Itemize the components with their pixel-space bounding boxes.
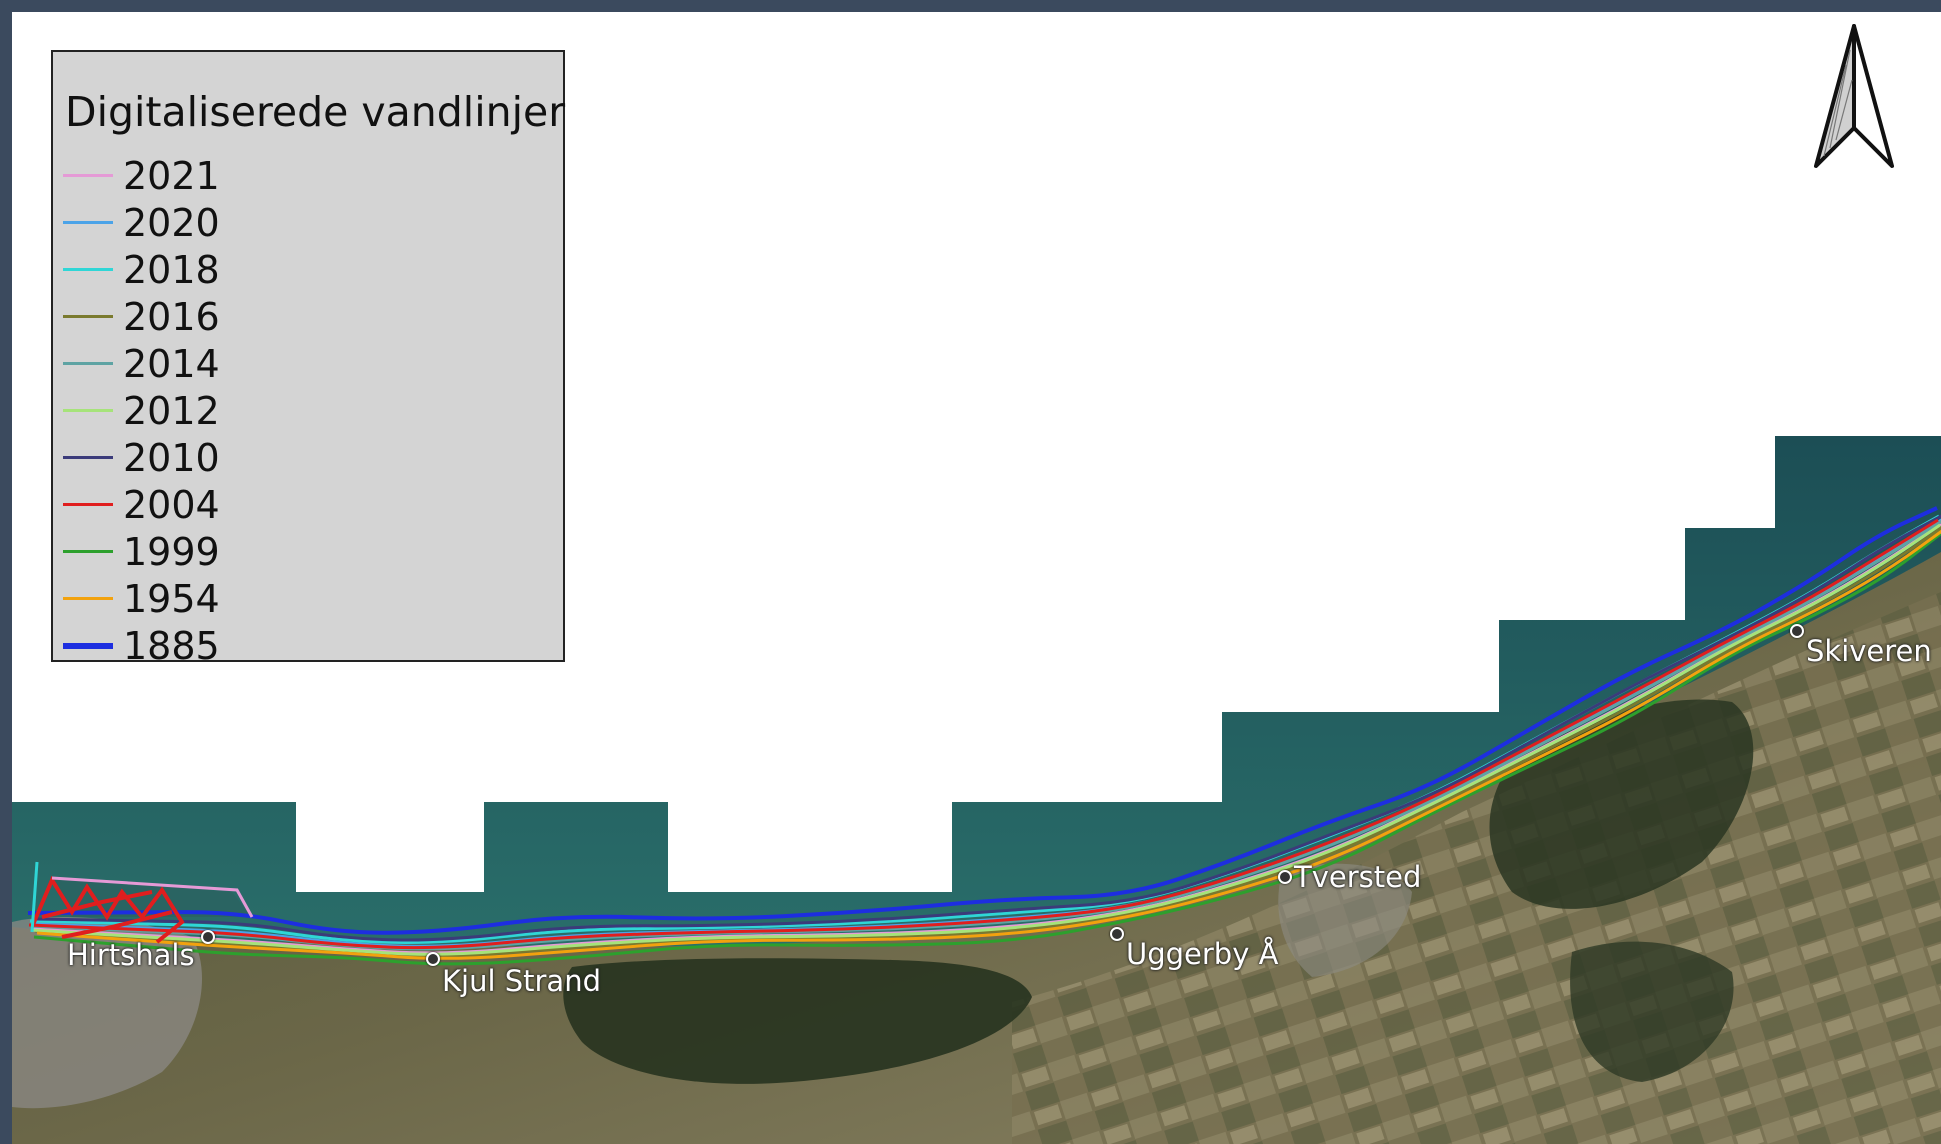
place-hirtshals: Hirtshals bbox=[67, 930, 217, 972]
place-label: Tversted bbox=[1294, 860, 1422, 894]
legend-item-1999: 1999 bbox=[63, 528, 220, 575]
coastline-2004 bbox=[28, 518, 1939, 950]
legend-label: 2014 bbox=[123, 341, 220, 386]
harbour-trace-2018 bbox=[30, 861, 39, 933]
place-marker-icon bbox=[426, 952, 440, 966]
place-skiveren: Skiveren bbox=[1790, 624, 1932, 668]
legend-label: 1954 bbox=[123, 576, 220, 621]
legend-title: Digitaliserede vandlinjer bbox=[65, 88, 566, 136]
legend-swatch bbox=[63, 409, 113, 412]
legend-item-1954: 1954 bbox=[63, 575, 220, 622]
legend-swatch bbox=[63, 268, 113, 271]
legend-label: 2021 bbox=[123, 153, 220, 198]
legend-label: 2012 bbox=[123, 388, 220, 433]
harbour-traces-2004 bbox=[30, 875, 185, 944]
harbour-trace-2021 bbox=[51, 876, 254, 918]
coastline-2012 bbox=[30, 523, 1941, 956]
legend-item-1885: 1885 bbox=[63, 622, 220, 669]
legend-item-2021: 2021 bbox=[63, 152, 220, 199]
place-marker-icon bbox=[1278, 870, 1292, 884]
coastline-2010 bbox=[35, 514, 1941, 942]
legend-item-2016: 2016 bbox=[63, 293, 220, 340]
legend-item-2018: 2018 bbox=[63, 246, 220, 293]
legend-swatch bbox=[63, 174, 113, 177]
north-arrow-icon bbox=[1814, 24, 1894, 168]
legend-swatch bbox=[63, 456, 113, 459]
legend-swatch bbox=[63, 642, 113, 649]
coastline-traces bbox=[27, 506, 1941, 966]
legend-swatch bbox=[63, 362, 113, 365]
town-area bbox=[12, 917, 202, 1109]
place-label: Skiveren bbox=[1806, 634, 1932, 668]
place-marker-icon bbox=[200, 930, 215, 944]
legend-label: 1999 bbox=[123, 529, 220, 574]
place-tversted: Tversted bbox=[1278, 860, 1421, 894]
legend-item-2004: 2004 bbox=[63, 481, 220, 528]
forest-patch bbox=[1570, 941, 1734, 1082]
legend-label: 2020 bbox=[123, 200, 220, 245]
coastline-1954 bbox=[36, 529, 1941, 960]
coastline-1999 bbox=[33, 531, 1941, 966]
legend-swatch bbox=[63, 221, 113, 224]
legend-swatch bbox=[63, 597, 113, 600]
coastline-1885 bbox=[27, 506, 1938, 935]
map-canvas bbox=[12, 436, 1941, 1144]
place-label: Hirtshals bbox=[67, 938, 195, 972]
legend-item-2010: 2010 bbox=[63, 434, 220, 481]
town-area bbox=[1278, 863, 1412, 977]
place-label: Kjul Strand bbox=[442, 964, 601, 998]
place-label: Uggerby Å bbox=[1126, 937, 1279, 971]
place-uggerby-a: Uggerby Å bbox=[1110, 927, 1278, 971]
legend-item-2020: 2020 bbox=[63, 199, 220, 246]
legend-label: 2004 bbox=[123, 482, 220, 527]
legend-label: 2018 bbox=[123, 247, 220, 292]
legend-swatch bbox=[63, 503, 113, 506]
forest-patch bbox=[1489, 699, 1754, 909]
legend-item-2012: 2012 bbox=[63, 387, 220, 434]
forest-patch bbox=[563, 958, 1032, 1084]
legend-item-2014: 2014 bbox=[63, 340, 220, 387]
legend-label: 2016 bbox=[123, 294, 220, 339]
place-marker-icon bbox=[1110, 927, 1124, 941]
legend-label: 2010 bbox=[123, 435, 220, 480]
legend-swatch bbox=[63, 550, 113, 553]
place-kjul-strand: Kjul Strand bbox=[426, 952, 601, 998]
place-marker-icon bbox=[1790, 624, 1804, 638]
legend-label: 1885 bbox=[123, 623, 220, 668]
legend-swatch bbox=[63, 315, 113, 318]
